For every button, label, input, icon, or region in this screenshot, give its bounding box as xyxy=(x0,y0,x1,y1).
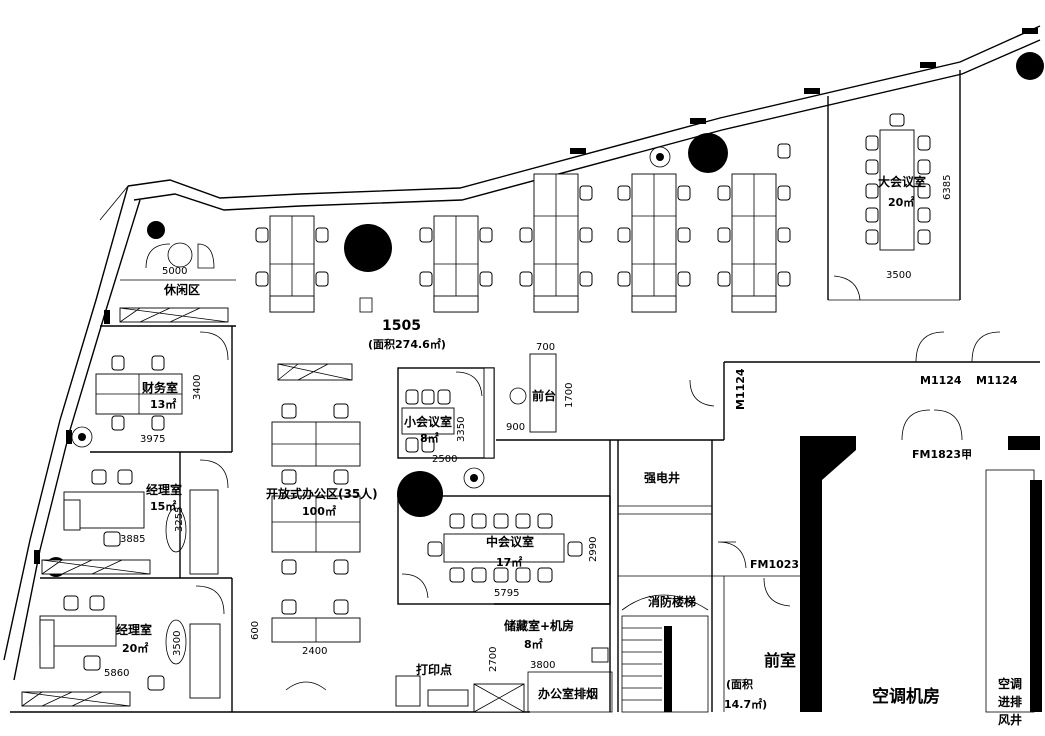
large-meeting-room xyxy=(827,70,961,301)
dim-3800: 3800 xyxy=(530,660,555,671)
door-m1124-b: M1124 xyxy=(976,374,1018,387)
label-print: 打印点 xyxy=(416,662,452,677)
label-ac-shaft-3: 风井 xyxy=(998,712,1022,727)
dim-5860: 5860 xyxy=(104,668,129,679)
small-meeting-room xyxy=(397,353,557,459)
label-reception: 前台 xyxy=(532,388,556,403)
label-small-meeting: 小会议室 xyxy=(404,414,452,429)
label-medium-meeting-area: 17㎡ xyxy=(496,555,522,569)
label-finance: 财务室 xyxy=(141,380,178,395)
label-fire-stair: 消防楼梯 xyxy=(648,594,696,609)
label-open-office: 开放式办公区(35人) xyxy=(266,486,378,501)
column-2 xyxy=(688,133,728,173)
manager-room-2 xyxy=(10,578,530,713)
label-open-office-area: 100㎡ xyxy=(302,504,336,518)
label-manager-1-area: 15㎡ xyxy=(150,499,176,513)
label-small-meeting-area: 8㎡ xyxy=(420,431,439,445)
dim-5795: 5795 xyxy=(494,588,519,599)
label-antechamber-area-2: 14.7㎡) xyxy=(724,697,767,711)
dim-3500-left: 3500 xyxy=(172,631,183,656)
dim-3885: 3885 xyxy=(120,534,145,545)
door-fm1023: FM1023甲 xyxy=(750,558,810,571)
open-office-desks xyxy=(271,363,361,643)
label-storage-area: 8㎡ xyxy=(524,637,543,651)
label-ac-room: 空调机房 xyxy=(872,686,940,707)
label-antechamber-area-1: (面积 xyxy=(726,677,753,691)
dim-1700: 1700 xyxy=(564,383,575,408)
label-manager-1: 经理室 xyxy=(146,482,182,497)
label-large-meeting: 大会议室 xyxy=(878,174,926,189)
dim-2400: 2400 xyxy=(302,646,327,657)
label-storage: 储藏室+机房 xyxy=(504,618,574,633)
label-antechamber: 前室 xyxy=(764,651,796,670)
medium-meeting-room xyxy=(397,495,611,605)
door-labels: M1124 M1124 M1124 FM1823甲 FM1023甲 xyxy=(734,368,1018,571)
dim-3400: 3400 xyxy=(192,375,203,400)
dimension-labels: 5000 3400 3975 3255 3885 3500 5860 600 2… xyxy=(104,175,953,679)
dim-3255: 3255 xyxy=(174,507,185,532)
dim-3500-right: 3500 xyxy=(886,270,911,281)
plant-icon xyxy=(71,146,671,489)
label-lounge: 休闲区 xyxy=(163,282,200,297)
manager-room-1 xyxy=(40,452,232,579)
room-labels: 1505 (面积274.6㎡) 休闲区 财务室 13㎡ 经理室 15㎡ 经理室 … xyxy=(116,174,1022,727)
column-4 xyxy=(1016,52,1044,80)
label-ac-shaft-1: 空调 xyxy=(998,676,1022,691)
dim-700: 700 xyxy=(536,342,555,353)
finance-room xyxy=(90,326,233,453)
exterior-wall xyxy=(3,25,1041,681)
label-large-meeting-area: 20㎡ xyxy=(888,195,914,209)
dim-5000: 5000 xyxy=(162,266,187,277)
open-area-note: (面积274.6㎡) xyxy=(368,337,446,351)
dim-3975: 3975 xyxy=(140,434,165,445)
column-3 xyxy=(397,471,443,517)
column-1 xyxy=(344,224,392,272)
dim-3350: 3350 xyxy=(456,417,467,442)
dim-2700: 2700 xyxy=(488,647,499,672)
label-electric-shaft: 强电井 xyxy=(644,470,680,485)
dim-900: 900 xyxy=(506,422,525,433)
label-ac-shaft-2: 进排 xyxy=(998,694,1022,709)
chairs xyxy=(63,143,791,691)
label-manager-2: 经理室 xyxy=(116,622,152,637)
door-m1124-a: M1124 xyxy=(920,374,962,387)
label-finance-area: 13㎡ xyxy=(150,397,176,411)
door-fm1823: FM1823甲 xyxy=(912,448,972,461)
room-number: 1505 xyxy=(382,318,421,334)
label-manager-2-area: 20㎡ xyxy=(122,641,148,655)
label-exhaust: 办公室排烟 xyxy=(538,686,598,701)
workstations-top xyxy=(269,173,777,313)
column-5 xyxy=(147,221,165,239)
dim-6385: 6385 xyxy=(942,175,953,200)
label-medium-meeting: 中会议室 xyxy=(486,534,534,549)
dim-2990: 2990 xyxy=(588,537,599,562)
dim-600: 600 xyxy=(250,621,261,640)
dim-2500: 2500 xyxy=(432,454,457,465)
door-m1124-c: M1124 xyxy=(734,368,747,410)
lounge xyxy=(100,242,236,327)
core-walls xyxy=(395,331,1042,713)
